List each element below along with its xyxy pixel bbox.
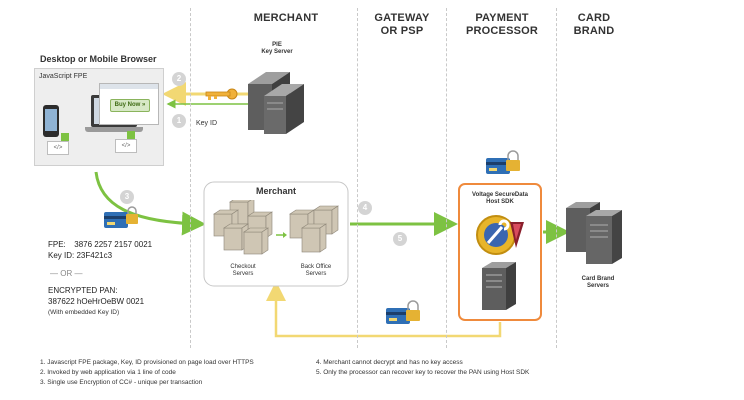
checkout-servers-icon	[212, 197, 278, 263]
card-brand-servers-label: Card Brand Servers	[581, 276, 615, 289]
step-1-badge: 1	[172, 114, 186, 128]
step-2-badge: 2	[172, 72, 186, 86]
footnotes-left: 1. Javascript FPE package, Key, ID provi…	[40, 358, 310, 388]
checkout-servers-label: Checkout Servers	[230, 264, 256, 277]
step-4-badge: 4	[358, 201, 372, 215]
column-header-card-brand: CARD BRAND	[573, 12, 615, 37]
column-header-merchant: MERCHANT	[253, 12, 319, 24]
buy-now-button[interactable]: Buy Now »	[110, 99, 150, 112]
encrypted-pan-value: 387622 hOeHrOeBW 0021	[48, 297, 145, 306]
fpe-label: FPE:	[48, 240, 66, 249]
divider-gateway-processor	[446, 8, 447, 348]
merchant-box-title: Merchant	[255, 186, 296, 196]
key-icon	[198, 86, 238, 107]
divider-processor-brand	[556, 8, 557, 348]
encrypted-pan-note: (With embedded Key ID)	[48, 309, 120, 316]
footnotes-right: 4. Merchant cannot decrypt and has no ke…	[316, 358, 606, 378]
step-3-badge: 3	[120, 190, 134, 204]
lock-badge-icon	[61, 133, 69, 141]
browser-title: Desktop or Mobile Browser	[40, 54, 157, 64]
browser-panel: JavaScript FPE Buy Now » </> </>	[34, 68, 164, 166]
laptop-base	[85, 127, 143, 132]
divider-browser-merchant	[190, 8, 191, 348]
mobile-phone-icon	[43, 105, 59, 137]
return-card-lock-icon	[386, 300, 420, 331]
footnote-3: 3. Single use Encryption of CC# - unique…	[40, 379, 203, 386]
code-tile-icon-2: </>	[115, 139, 137, 153]
key-id-value: 23F421c3	[76, 251, 113, 260]
key-id-line: Key ID: 23F421c3	[48, 251, 112, 261]
processor-return-line	[266, 281, 502, 338]
footnote-2: 2. Invoked by web application via 1 line…	[40, 369, 176, 376]
key-id-label: Key ID	[196, 120, 218, 127]
or-divider: — OR —	[50, 269, 83, 278]
key-id-text-label: Key ID:	[48, 251, 75, 260]
processor-server-icon	[478, 258, 524, 319]
encrypted-pan-label: ENCRYPTED PAN:	[48, 286, 118, 295]
key-server-icon	[246, 66, 308, 141]
key-server-label: PIE Key Server	[261, 42, 293, 55]
fpe-value: 3876 2257 2157 0021	[74, 240, 153, 249]
processor-box-title: Voltage SecureData Host SDK	[472, 192, 528, 205]
footnote-5: 5. Only the processor can recover key to…	[316, 369, 530, 376]
credit-card-lock-icon	[104, 206, 138, 235]
step-5-badge: 5	[393, 232, 407, 246]
column-header-processor: PAYMENT PROCESSOR	[465, 12, 539, 37]
processor-lock-icon	[486, 150, 520, 181]
browser-to-merchant-arrow	[94, 171, 206, 236]
back-office-servers-label: Back Office Servers	[300, 264, 332, 277]
sdk-gear-icon	[470, 210, 530, 265]
browser-panel-label: JavaScript FPE	[39, 73, 88, 80]
card-brand-servers-icon	[564, 194, 630, 275]
browser-window-icon: Buy Now »	[99, 83, 159, 125]
divider-merchant-gateway	[357, 8, 358, 348]
fpe-line: FPE: 3876 2257 2157 0021	[48, 240, 152, 250]
back-office-servers-icon	[288, 204, 342, 261]
footnote-4: 4. Merchant cannot decrypt and has no ke…	[316, 359, 463, 366]
column-header-gateway: GATEWAY OR PSP	[374, 12, 430, 37]
footnote-1: 1. Javascript FPE package, Key, ID provi…	[40, 359, 254, 366]
merchant-internal-arrow	[276, 226, 288, 244]
code-tile-icon: </>	[47, 141, 69, 155]
lock-badge-icon-2	[127, 131, 135, 139]
